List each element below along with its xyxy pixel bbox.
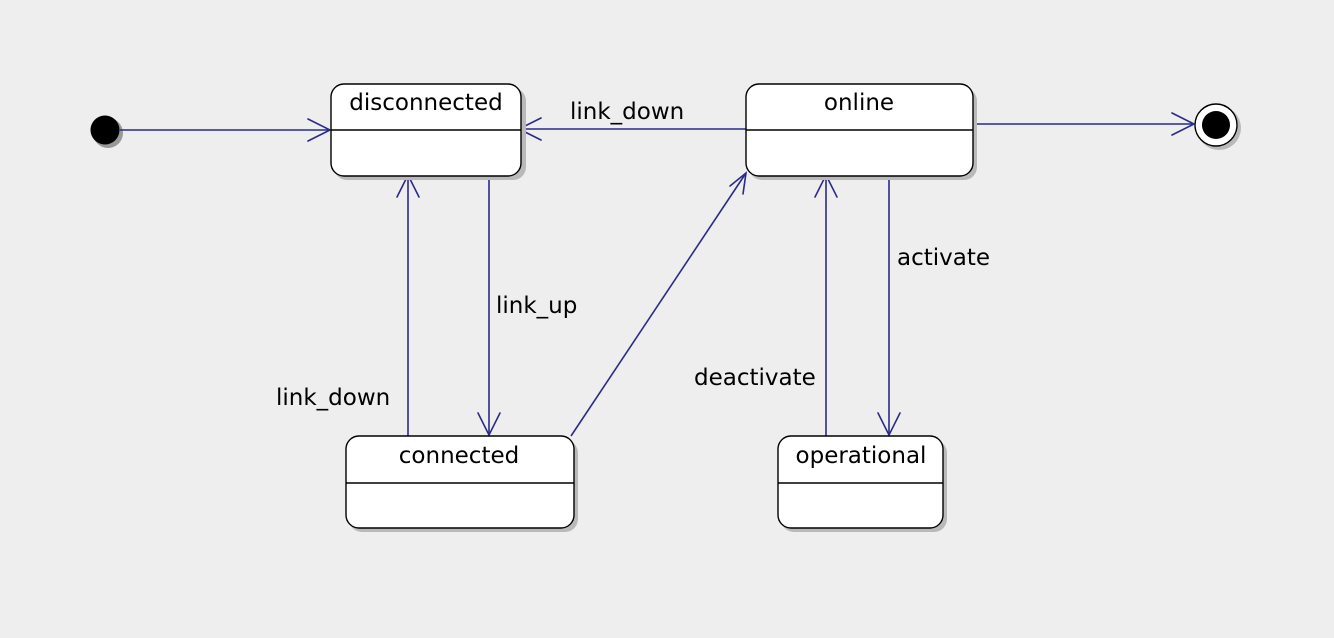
state-operational: operational	[777, 435, 947, 532]
transition-initial-to-disconnected	[120, 118, 332, 142]
state-connected: connected	[345, 435, 578, 532]
transition-operational-to-online	[814, 173, 838, 436]
state-disconnected-name: disconnected	[349, 90, 502, 116]
state-connected-name: connected	[399, 443, 519, 469]
label-online-disconnected: link_down	[570, 99, 684, 125]
state-online: online	[745, 83, 977, 180]
transition-disconnected-to-connected	[477, 175, 501, 437]
transition-connected-to-online	[570, 171, 748, 437]
final-node	[1194, 103, 1241, 150]
label-operational-online: deactivate	[694, 365, 816, 391]
state-disconnected: disconnected	[330, 83, 526, 180]
state-operational-name: operational	[796, 443, 927, 469]
label-connected-disconnected: link_down	[276, 385, 390, 411]
initial-node	[90, 115, 123, 148]
transition-connected-to-disconnected	[396, 173, 420, 436]
transition-online-to-operational	[877, 175, 901, 437]
state-online-name: online	[824, 90, 894, 116]
transition-online-to-final	[973, 112, 1196, 136]
label-online-operational: activate	[897, 245, 990, 271]
label-disconnected-connected: link_up	[496, 293, 577, 319]
